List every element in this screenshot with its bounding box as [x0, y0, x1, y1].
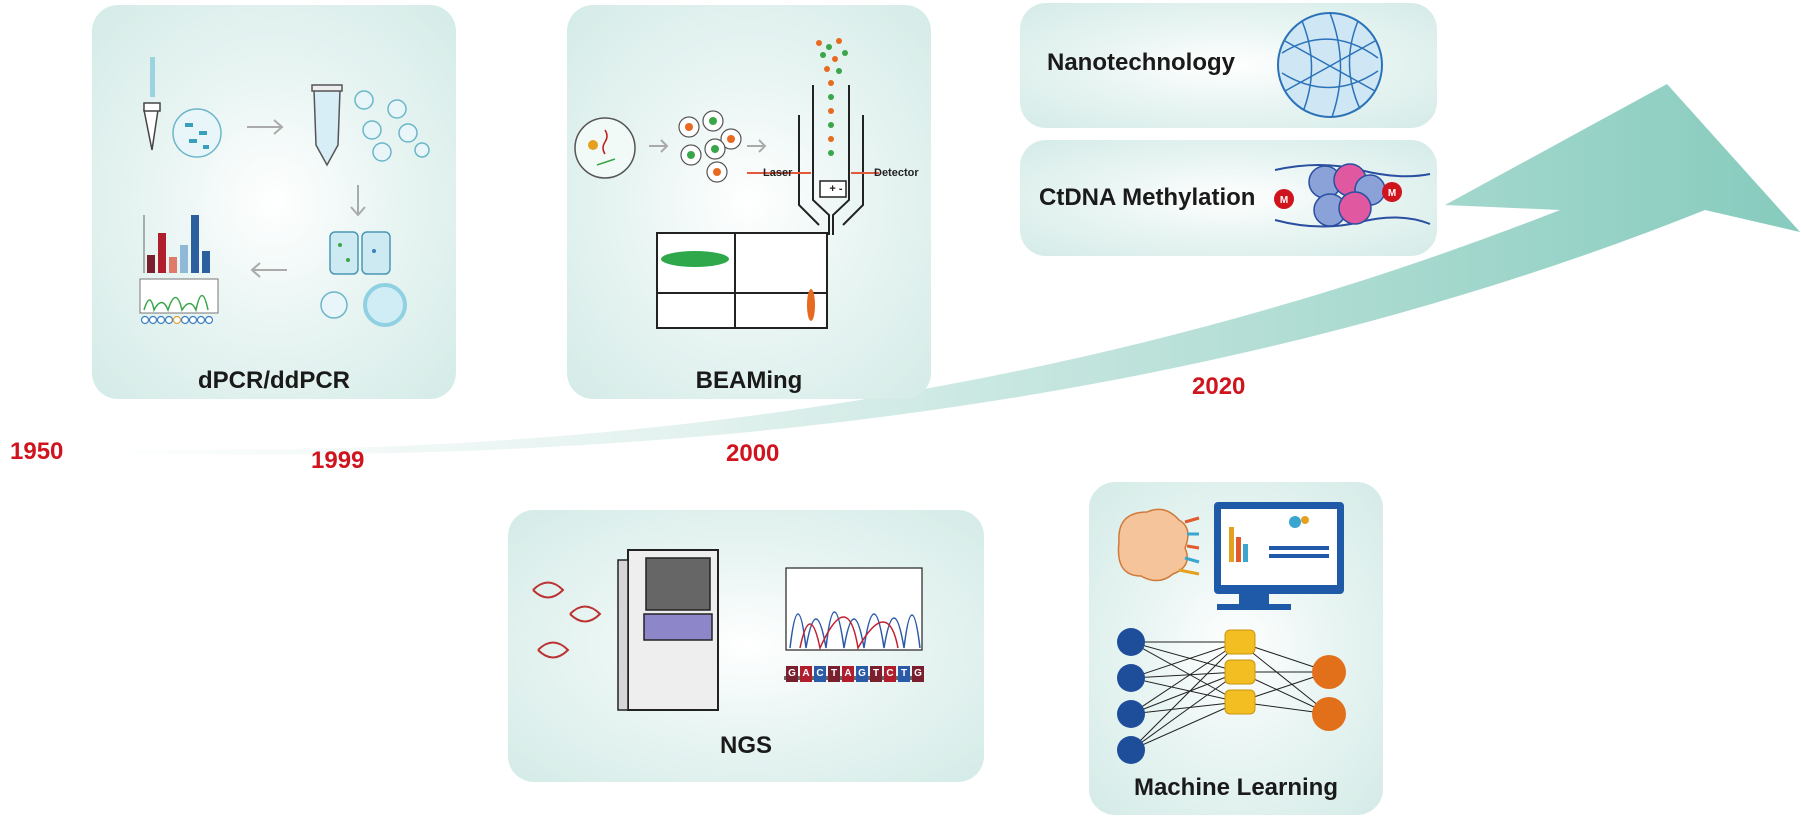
sequence-base: A: [800, 666, 812, 682]
timeline-arrow-body: [90, 84, 1800, 455]
panel-ngs: G A C T A G T C T G NGS: [508, 510, 984, 782]
panel-title-machine-learning: Machine Learning: [1133, 774, 1339, 801]
histone-cluster-icon: [1308, 163, 1386, 227]
droplets-icon: [354, 90, 430, 162]
year-2020: 2020: [1192, 373, 1246, 400]
sequence-base: G: [856, 666, 868, 682]
monitor-icon: [1214, 502, 1344, 610]
panel-beaming: + - Laser Detector BEAMing: [567, 5, 931, 399]
panel-title-beaming: BEAMing: [695, 367, 803, 394]
panel-title-dpcr: dPCR/ddPCR: [198, 367, 350, 394]
panel-title-ctdna: CtDNA Methylation: [1039, 184, 1256, 211]
panel-machine-learning: Machine Learning: [1089, 482, 1383, 815]
panel-ctdna-methylation: CtDNA Methylation M M: [1020, 140, 1437, 256]
svg-text:M: M: [1388, 188, 1396, 199]
detector-label: Detector: [874, 167, 919, 179]
tube-icon: [313, 89, 341, 167]
sequence-base: C: [884, 666, 896, 682]
emulsion-droplet-icon: [574, 117, 636, 179]
dna-helix-icon: [532, 581, 602, 659]
nucleosome-illustration: M M: [1274, 163, 1431, 228]
sequence-base: T: [898, 666, 910, 682]
year-1950: 1950: [10, 438, 64, 465]
bead-row-icon: [140, 315, 214, 325]
laser-label: Laser: [763, 167, 793, 179]
sequence-base: A: [842, 666, 854, 682]
machine-learning-illustration: [1117, 502, 1346, 764]
sequence-base: C: [814, 666, 826, 682]
connector-lines-icon: [1178, 516, 1200, 576]
year-2000: 2000: [726, 440, 780, 467]
arrow-right-icon: [649, 139, 669, 153]
flow-cytometer-icon: [747, 85, 879, 235]
arrow-right-icon: [247, 119, 284, 135]
ngs-illustration: [532, 549, 924, 711]
brain-icon: [1117, 508, 1189, 582]
methyl-marker-icon: M: [1274, 189, 1294, 209]
arrow-right-icon: [747, 139, 767, 153]
dna-bubble-icon: [172, 108, 222, 158]
neural-network-icon: [1117, 628, 1346, 764]
sequence-strip: G A C T A G T C T G: [786, 666, 924, 682]
droplet-positive-icon: [363, 283, 407, 327]
dpcr-illustration: [139, 57, 430, 327]
sequence-base: G: [786, 666, 798, 682]
detector-sign-icon: + -: [829, 183, 842, 195]
arrow-down-icon: [350, 185, 366, 217]
beaming-illustration: + -: [574, 38, 879, 329]
bead-cluster-icon: [678, 110, 742, 183]
arrow-left-icon: [250, 262, 287, 278]
dna-fragments-icon: [185, 123, 209, 149]
panel-dpcr: dPCR/ddPCR: [92, 5, 456, 399]
nanoparticle-illustration: [1277, 12, 1383, 118]
droplet-stream-icon: [816, 38, 848, 156]
sequence-base: T: [870, 666, 882, 682]
result-bar-chart-icon: [143, 215, 210, 273]
sequence-base: T: [828, 666, 840, 682]
pipette-icon: [143, 57, 161, 151]
chromatogram-icon: [785, 567, 923, 651]
panel-title-ngs: NGS: [719, 732, 772, 759]
peak-trace-icon: [139, 278, 219, 314]
droplet-empty-icon: [320, 291, 348, 319]
sequence-base: G: [912, 666, 924, 682]
sequencer-machine-icon: [617, 549, 719, 711]
methyl-marker-icon: M: [1382, 182, 1402, 202]
svg-text:M: M: [1280, 195, 1288, 206]
sequence-baseline: [784, 676, 924, 680]
scatter-plot-icon: [656, 232, 828, 329]
year-1999: 1999: [311, 447, 365, 474]
nanoparticle-mesh-icon: [1277, 12, 1383, 118]
panel-title-nanotechnology: Nanotechnology: [1047, 49, 1236, 76]
chip-icon: [329, 231, 391, 275]
panel-nanotechnology: Nanotechnology: [1020, 3, 1437, 128]
